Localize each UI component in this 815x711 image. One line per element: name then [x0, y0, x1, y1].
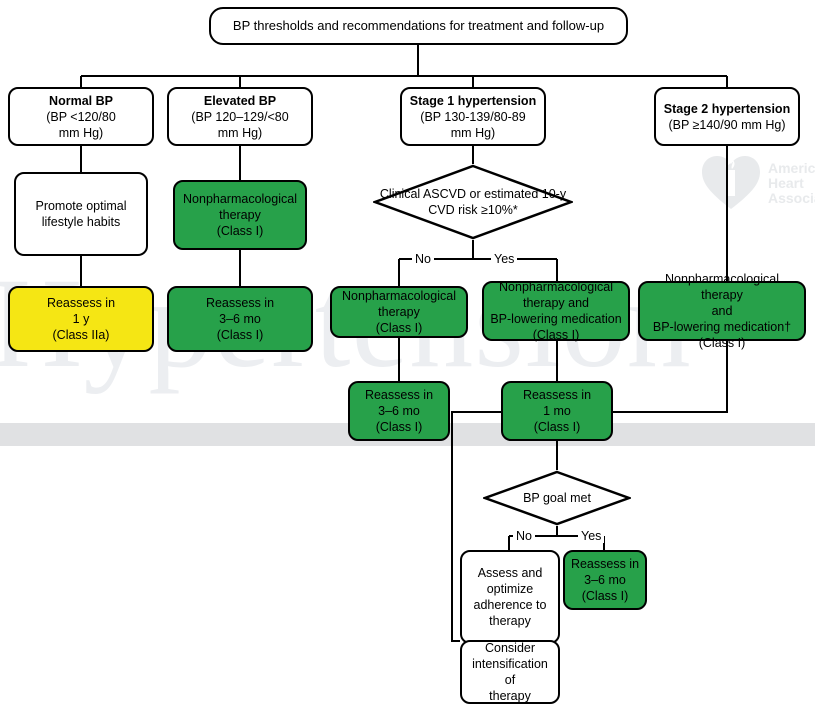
node-promote-optimal-lifestyle: Promote optimal lifestyle habits [14, 172, 148, 256]
node-normal-bp: Normal BP (BP <120/80 mm Hg) [8, 87, 154, 146]
node-bp-thresholds-title: BP thresholds and recommendations for tr… [209, 7, 628, 45]
node-nonpharm-elev-line1: Nonpharmacological [183, 192, 297, 206]
aha-heart-torch-icon [702, 156, 760, 209]
node-reassess-1y-line1: Reassess in [46, 296, 116, 310]
node-reassess-1-mo: Reassess in 1 mo (Class I) [501, 381, 613, 441]
node-consider-line1: Consider [484, 641, 536, 655]
aha-logo-line3: Association [768, 189, 815, 206]
node-nonpharm-elev-line2: therapy [219, 208, 261, 222]
node-reassess-1mo-line1: Reassess in [522, 388, 592, 402]
decision-ascvd-line1: Clinical ASCVD [379, 187, 467, 201]
node-nonpharm-and-medication-stage2: Nonpharmacological therapy and BP-loweri… [638, 272, 806, 350]
decision-bp-goal-met: BP goal met [483, 470, 631, 526]
decision-clinical-ascvd: Clinical ASCVD or estimated 10-y CVD ris… [373, 164, 573, 240]
branch-label-goal-yes: Yes [578, 529, 605, 543]
node-elevated-bp-line1: Elevated BP [203, 93, 277, 108]
node-stage1-line3: mm Hg) [450, 125, 496, 140]
node-normal-bp-line2: (BP <120/80 [46, 109, 116, 124]
node-nonpharm-med-s1-line1: Nonpharmacological [499, 280, 613, 294]
node-nonpharm-s1no-line2: therapy [378, 305, 420, 319]
node-reassess-3-6-mo-stage1: Reassess in 3–6 mo (Class I) [348, 381, 450, 441]
node-reassess36-elev-line1: Reassess in [205, 296, 275, 310]
node-nonpharm-med-s1-line2: therapy and [522, 296, 590, 310]
node-reassess-3-6-mo-goal-met: Reassess in 3–6 mo (Class I) [563, 550, 647, 610]
branch-label-goal-no: No [513, 529, 535, 543]
node-reassess36-s1-line1: Reassess in [364, 388, 434, 402]
node-promote-line1: Promote optimal [35, 199, 127, 213]
node-reassess-1y-line2: 1 y [72, 312, 90, 326]
diamond-shape-bp-goal [483, 470, 631, 526]
decision-ascvd-line2: or estimated 10-y CVD risk [428, 187, 567, 217]
node-reassess36-goal-line2: 3–6 mo [584, 573, 626, 587]
diamond-shape-ascvd [373, 164, 573, 240]
node-assess-line2: optimize [486, 582, 534, 596]
american-heart-association-watermark: American Heart Association [700, 152, 815, 214]
node-nonpharm-therapy-stage1-no: Nonpharmacological therapy (Class I) [330, 286, 468, 338]
node-normal-bp-line3: mm Hg) [58, 125, 104, 140]
node-elevated-bp: Elevated BP (BP 120–129/<80 mm Hg) [167, 87, 313, 146]
node-elevated-bp-line2: (BP 120–129/<80 [191, 109, 289, 124]
node-reassess-1mo-line3: (Class I) [533, 420, 581, 434]
node-reassess36-elev-line3: (Class I) [216, 328, 264, 342]
decision-bp-goal-line1: BP goal met [523, 491, 591, 505]
node-stage1-line1: Stage 1 hypertension [409, 93, 537, 108]
node-nonpharm-med-s2-line3: BP-lowering medication† [652, 320, 792, 334]
node-stage2-line2: (BP ≥140/90 mm Hg) [668, 117, 786, 132]
node-reassess36-s1-line3: (Class I) [375, 420, 423, 434]
node-reassess-1y-line3: (Class IIa) [52, 328, 110, 342]
node-reassess36-s1-line2: 3–6 mo [378, 404, 420, 418]
node-nonpharm-elev-line3: (Class I) [216, 224, 264, 238]
node-nonpharm-med-s2-line2: and [711, 304, 733, 318]
node-nonpharm-s1no-line3: (Class I) [375, 321, 423, 335]
node-nonpharm-s1no-line1: Nonpharmacological [342, 289, 456, 303]
node-reassess36-goal-line3: (Class I) [581, 589, 629, 603]
node-reassess36-goal-line1: Reassess in [570, 557, 640, 571]
aha-logo-line1: American [768, 159, 815, 176]
branch-label-ascvd-no: No [412, 252, 434, 266]
node-nonpharm-med-s1-line4: (Class I) [532, 328, 580, 342]
aha-logo-text: American Heart Association [768, 159, 815, 206]
node-nonpharm-and-medication-stage1-yes: Nonpharmacological therapy and BP-loweri… [482, 280, 630, 342]
branch-label-ascvd-yes: Yes [491, 252, 518, 266]
node-nonpharm-med-s2-line1: Nonpharmacological therapy [665, 272, 779, 302]
node-elevated-bp-line3: mm Hg) [217, 125, 263, 140]
node-assess-optimize-adherence: Assess and optimize adherence to therapy [460, 550, 560, 644]
node-reassess-1mo-line2: 1 mo [543, 404, 571, 418]
node-consider-line2: intensification of [472, 657, 548, 687]
node-nonpharm-med-s2-line4: (Class I) [698, 336, 746, 350]
node-assess-line4: therapy [489, 614, 531, 628]
node-reassess36-elev-line2: 3–6 mo [219, 312, 261, 326]
node-nonpharm-med-s1-line3: BP-lowering medication [490, 312, 622, 326]
node-root-line1: BP thresholds and recommendations for tr… [232, 18, 605, 33]
node-reassess-1-year: Reassess in 1 y (Class IIa) [8, 286, 154, 352]
node-stage-2-hypertension: Stage 2 hypertension (BP ≥140/90 mm Hg) [654, 87, 800, 146]
node-consider-line3: therapy [489, 689, 531, 703]
node-consider-intensification: Consider intensification of therapy [460, 640, 560, 704]
node-stage-1-hypertension: Stage 1 hypertension (BP 130-139/80-89 m… [400, 87, 546, 146]
node-assess-line1: Assess and [477, 566, 543, 580]
node-stage2-line1: Stage 2 hypertension [663, 101, 791, 116]
node-reassess-3-6-mo-elevated: Reassess in 3–6 mo (Class I) [167, 286, 313, 352]
node-stage1-line2: (BP 130-139/80-89 [420, 109, 526, 124]
aha-logo-line2: Heart [768, 174, 804, 191]
node-normal-bp-line1: Normal BP [49, 93, 113, 108]
decision-ascvd-line3: ≥10%* [481, 203, 518, 217]
node-nonpharm-therapy-elevated: Nonpharmacological therapy (Class I) [173, 180, 307, 250]
node-assess-line3: adherence to [473, 598, 547, 612]
node-promote-line2: lifestyle habits [41, 215, 121, 229]
